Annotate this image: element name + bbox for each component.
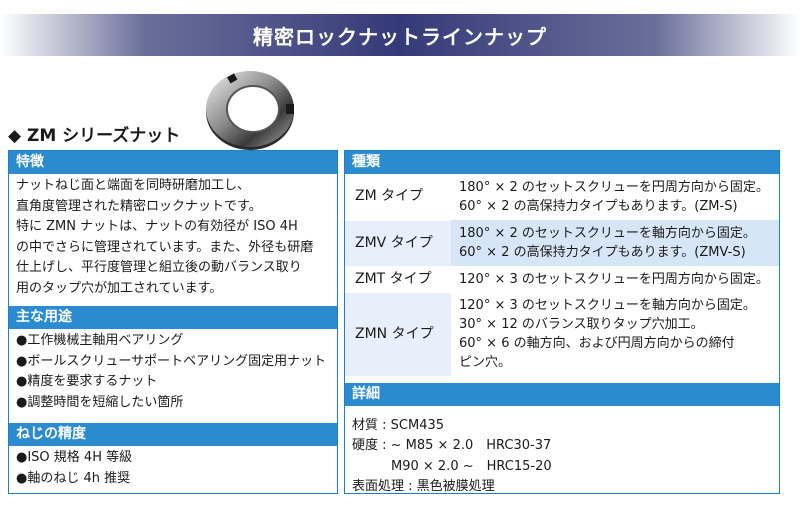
type-name: ZM タイプ: [345, 174, 451, 221]
table-row: ZMV タイプ 180° × 2 のセットスクリューを軸方向から固定。 60° …: [345, 220, 779, 267]
details-text: 材質 : SCM435 硬度 : ~ M85 × 2.0 HRC30-37 M9…: [345, 406, 779, 500]
desc-line: 60° × 6 の軸方向、および円周方向からの締付: [459, 336, 735, 351]
accuracy-list: ●ISO 規格 4H 等級 ●軸のねじ 4h 推奨: [9, 446, 337, 491]
detail-line: 硬度 : ~ M85 × 2.0 HRC30-37: [352, 438, 552, 453]
features-line: ナットねじ面と端面を同時研磨加工し、: [16, 178, 251, 193]
features-line: 特に ZMN ナットは、ナットの有効径が ISO 4H: [16, 219, 298, 234]
types-header: 種類: [345, 151, 779, 174]
uses-list: ●工作機械主軸用ベアリング ●ボールスクリューサポートベアリング固定用ナット ●…: [9, 329, 337, 419]
list-item: ●調整時間を短縮したい箇所: [16, 394, 184, 410]
desc-line: 60° × 2 の高保持力タイプもあります。(ZMV-S): [459, 245, 746, 260]
features-text: ナットねじ面と端面を同時研磨加工し、 直角度管理された精密ロックナットです。 特…: [9, 174, 337, 296]
list-item: ●軸のねじ 4h 推奨: [16, 470, 131, 486]
desc-line: 30° × 12 のバランス取りタップ穴加工。: [459, 317, 704, 332]
features-header: 特徴: [9, 151, 337, 174]
left-panel: 特徴 ナットねじ面と端面を同時研磨加工し、 直角度管理された精密ロックナットです…: [8, 150, 338, 494]
detail-line: 材質 : SCM435: [352, 417, 445, 433]
type-description: 120° × 3 のセットスクリューを円周方向から固定。: [451, 266, 779, 292]
right-panel: 種類 ZM タイプ 180° × 2 のセットスクリューを円周方向から固定。 6…: [344, 150, 780, 494]
lock-nut-image: [206, 71, 294, 150]
detail-line: 表面処理 : 黒色被膜処理: [352, 479, 495, 494]
desc-line: 120° × 3 のセットスクリューを円周方向から固定。: [459, 271, 769, 287]
type-description: 180° × 2 のセットスクリューを円周方向から固定。 60° × 2 の高保…: [451, 174, 779, 220]
table-row: ZMN タイプ 120° × 3 のセットスクリューを軸方向から固定。 30° …: [345, 292, 779, 377]
table-row: ZM タイプ 180° × 2 のセットスクリューを円周方向から固定。 60° …: [345, 174, 779, 221]
type-description: 180° × 2 のセットスクリューを軸方向から固定。 60° × 2 の高保持…: [451, 220, 779, 266]
accuracy-header: ねじの精度: [9, 423, 337, 446]
features-line: の中でさらに管理されています。また、外径も研磨: [16, 239, 314, 255]
list-item: ●精度を要求するナット: [16, 374, 158, 389]
details-header: 詳細: [345, 382, 779, 406]
desc-line: 60° × 2 の高保持力タイプもあります。(ZM-S): [459, 199, 738, 214]
table-row: ZMT タイプ 120° × 3 のセットスクリューを円周方向から固定。: [345, 266, 779, 293]
features-line: 用のタップ穴が加工されています。: [16, 280, 223, 296]
series-title: ◆ ZM シリーズナット: [8, 126, 181, 146]
type-name: ZMV タイプ: [345, 220, 451, 267]
desc-line: 120° × 3 のセットスクリューを軸方向から固定。: [459, 298, 756, 313]
type-name: ZMT タイプ: [345, 266, 451, 293]
list-item: ●工作機械主軸用ベアリング: [16, 333, 184, 348]
page-banner: 精密ロックナットラインナップ: [0, 14, 800, 56]
types-table: ZM タイプ 180° × 2 のセットスクリューを円周方向から固定。 60° …: [345, 174, 779, 377]
page-title: 精密ロックナットラインナップ: [253, 24, 547, 49]
detail-line: M90 × 2.0 ~ HRC15-20: [352, 458, 552, 474]
desc-line: ピン穴。: [459, 355, 512, 370]
list-item: ●ボールスクリューサポートベアリング固定用ナット: [16, 353, 327, 369]
desc-line: 180° × 2 のセットスクリューを軸方向から固定。: [459, 226, 756, 241]
list-item: ●ISO 規格 4H 等級: [16, 450, 133, 465]
uses-header: 主な用途: [9, 306, 337, 329]
type-description: 120° × 3 のセットスクリューを軸方向から固定。 30° × 12 のバラ…: [451, 292, 779, 376]
desc-line: 180° × 2 のセットスクリューを円周方向から固定。: [459, 180, 769, 195]
features-line: 直角度管理された精密ロックナットです。: [16, 198, 262, 214]
type-name: ZMN タイプ: [345, 292, 451, 377]
features-line: 仕上げし、平行度管理と組立後の動バランス取り: [16, 260, 302, 275]
